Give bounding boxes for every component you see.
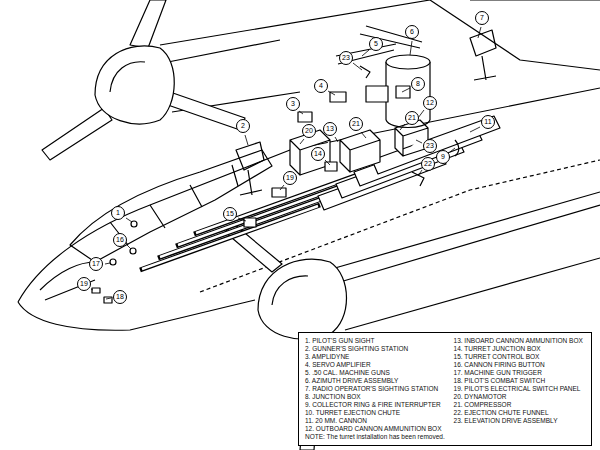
- callout-number: 22: [421, 157, 435, 171]
- callout-number: 4: [314, 79, 328, 93]
- key-entry: 10. TURRET EJECTION CHUTE: [305, 409, 442, 417]
- key-entry: 2. GUNNER'S SIGHTING STATION: [305, 345, 442, 353]
- callout-number: 21: [349, 117, 363, 131]
- key-entry: 17. MACHINE GUN TRIGGER: [454, 369, 583, 377]
- key-entry: 13. INBOARD CANNON AMMUNITION BOX: [454, 337, 583, 345]
- callout-number: 12: [423, 96, 437, 110]
- callout-number: 5: [369, 37, 383, 51]
- key-entry: 7. RADIO OPERATOR'S SIGHTING STATION: [305, 385, 442, 393]
- callout-number: 2: [236, 119, 250, 133]
- callout-number: 11: [481, 115, 495, 129]
- key-entry: 23. ELEVATION DRIVE ASSEMBLY: [454, 417, 583, 425]
- note-text: NOTE: The turret installation has been r…: [305, 433, 583, 441]
- callout-number: 3: [286, 97, 300, 111]
- key-entry: 11. 20 MM. CANNON: [305, 417, 442, 425]
- callout-number: 8: [411, 77, 425, 91]
- key-entry: 1. PILOT'S GUN SIGHT: [305, 337, 442, 345]
- callout-number: 16: [113, 233, 127, 247]
- key-entry: 12. OUTBOARD CANNON AMMUNITION BOX: [305, 425, 442, 433]
- callout-number: 13: [323, 122, 337, 136]
- callout-number: 23: [339, 51, 353, 65]
- callout-number: 7: [475, 11, 489, 25]
- callout-number: 23: [423, 139, 437, 153]
- key-entry: 6. AZIMUTH DRIVE ASSEMBLY: [305, 377, 442, 385]
- key-entry: 22. EJECTION CHUTE FUNNEL: [454, 409, 583, 417]
- callout-number: 20: [302, 124, 316, 138]
- key-entry: 21. COMPRESSOR: [454, 401, 583, 409]
- key-entry: 14. TURRET JUNCTION BOX: [454, 345, 583, 353]
- key-entry: 18. PILOT'S COMBAT SWITCH: [454, 377, 583, 385]
- key-entry: 3. AMPLIDYNE: [305, 353, 442, 361]
- callout-number: 19: [283, 171, 297, 185]
- callout-number: 15: [223, 207, 237, 221]
- key-entry: 19. PILOT'S ELECTRICAL SWITCH PANEL: [454, 385, 583, 393]
- key-entry: 20. DYNAMOTOR: [454, 393, 583, 401]
- callout-number: 17: [89, 257, 103, 271]
- key-entry: 15. TURRET CONTROL BOX: [454, 353, 583, 361]
- callout-number: 14: [311, 147, 325, 161]
- key-entry: 16. CANNON FIRING BUTTON: [454, 361, 583, 369]
- parts-key: 1. PILOT'S GUN SIGHT2. GUNNER'S SIGHTING…: [298, 332, 592, 446]
- key-entry: 5. .50 CAL. MACHINE GUNS: [305, 369, 442, 377]
- callout-number: 19: [77, 277, 91, 291]
- key-entry: 9. COLLECTOR RING & FIRE INTERRUPTER: [305, 401, 442, 409]
- callout-number: 18: [113, 290, 127, 304]
- callout-number: 9: [436, 150, 450, 164]
- callout-number: 1: [111, 206, 125, 220]
- callout-number: 6: [405, 25, 419, 39]
- key-entry: 4. SERVO AMPLIFIER: [305, 361, 442, 369]
- callout-number: 21: [405, 111, 419, 125]
- key-entry: 8. JUNCTION BOX: [305, 393, 442, 401]
